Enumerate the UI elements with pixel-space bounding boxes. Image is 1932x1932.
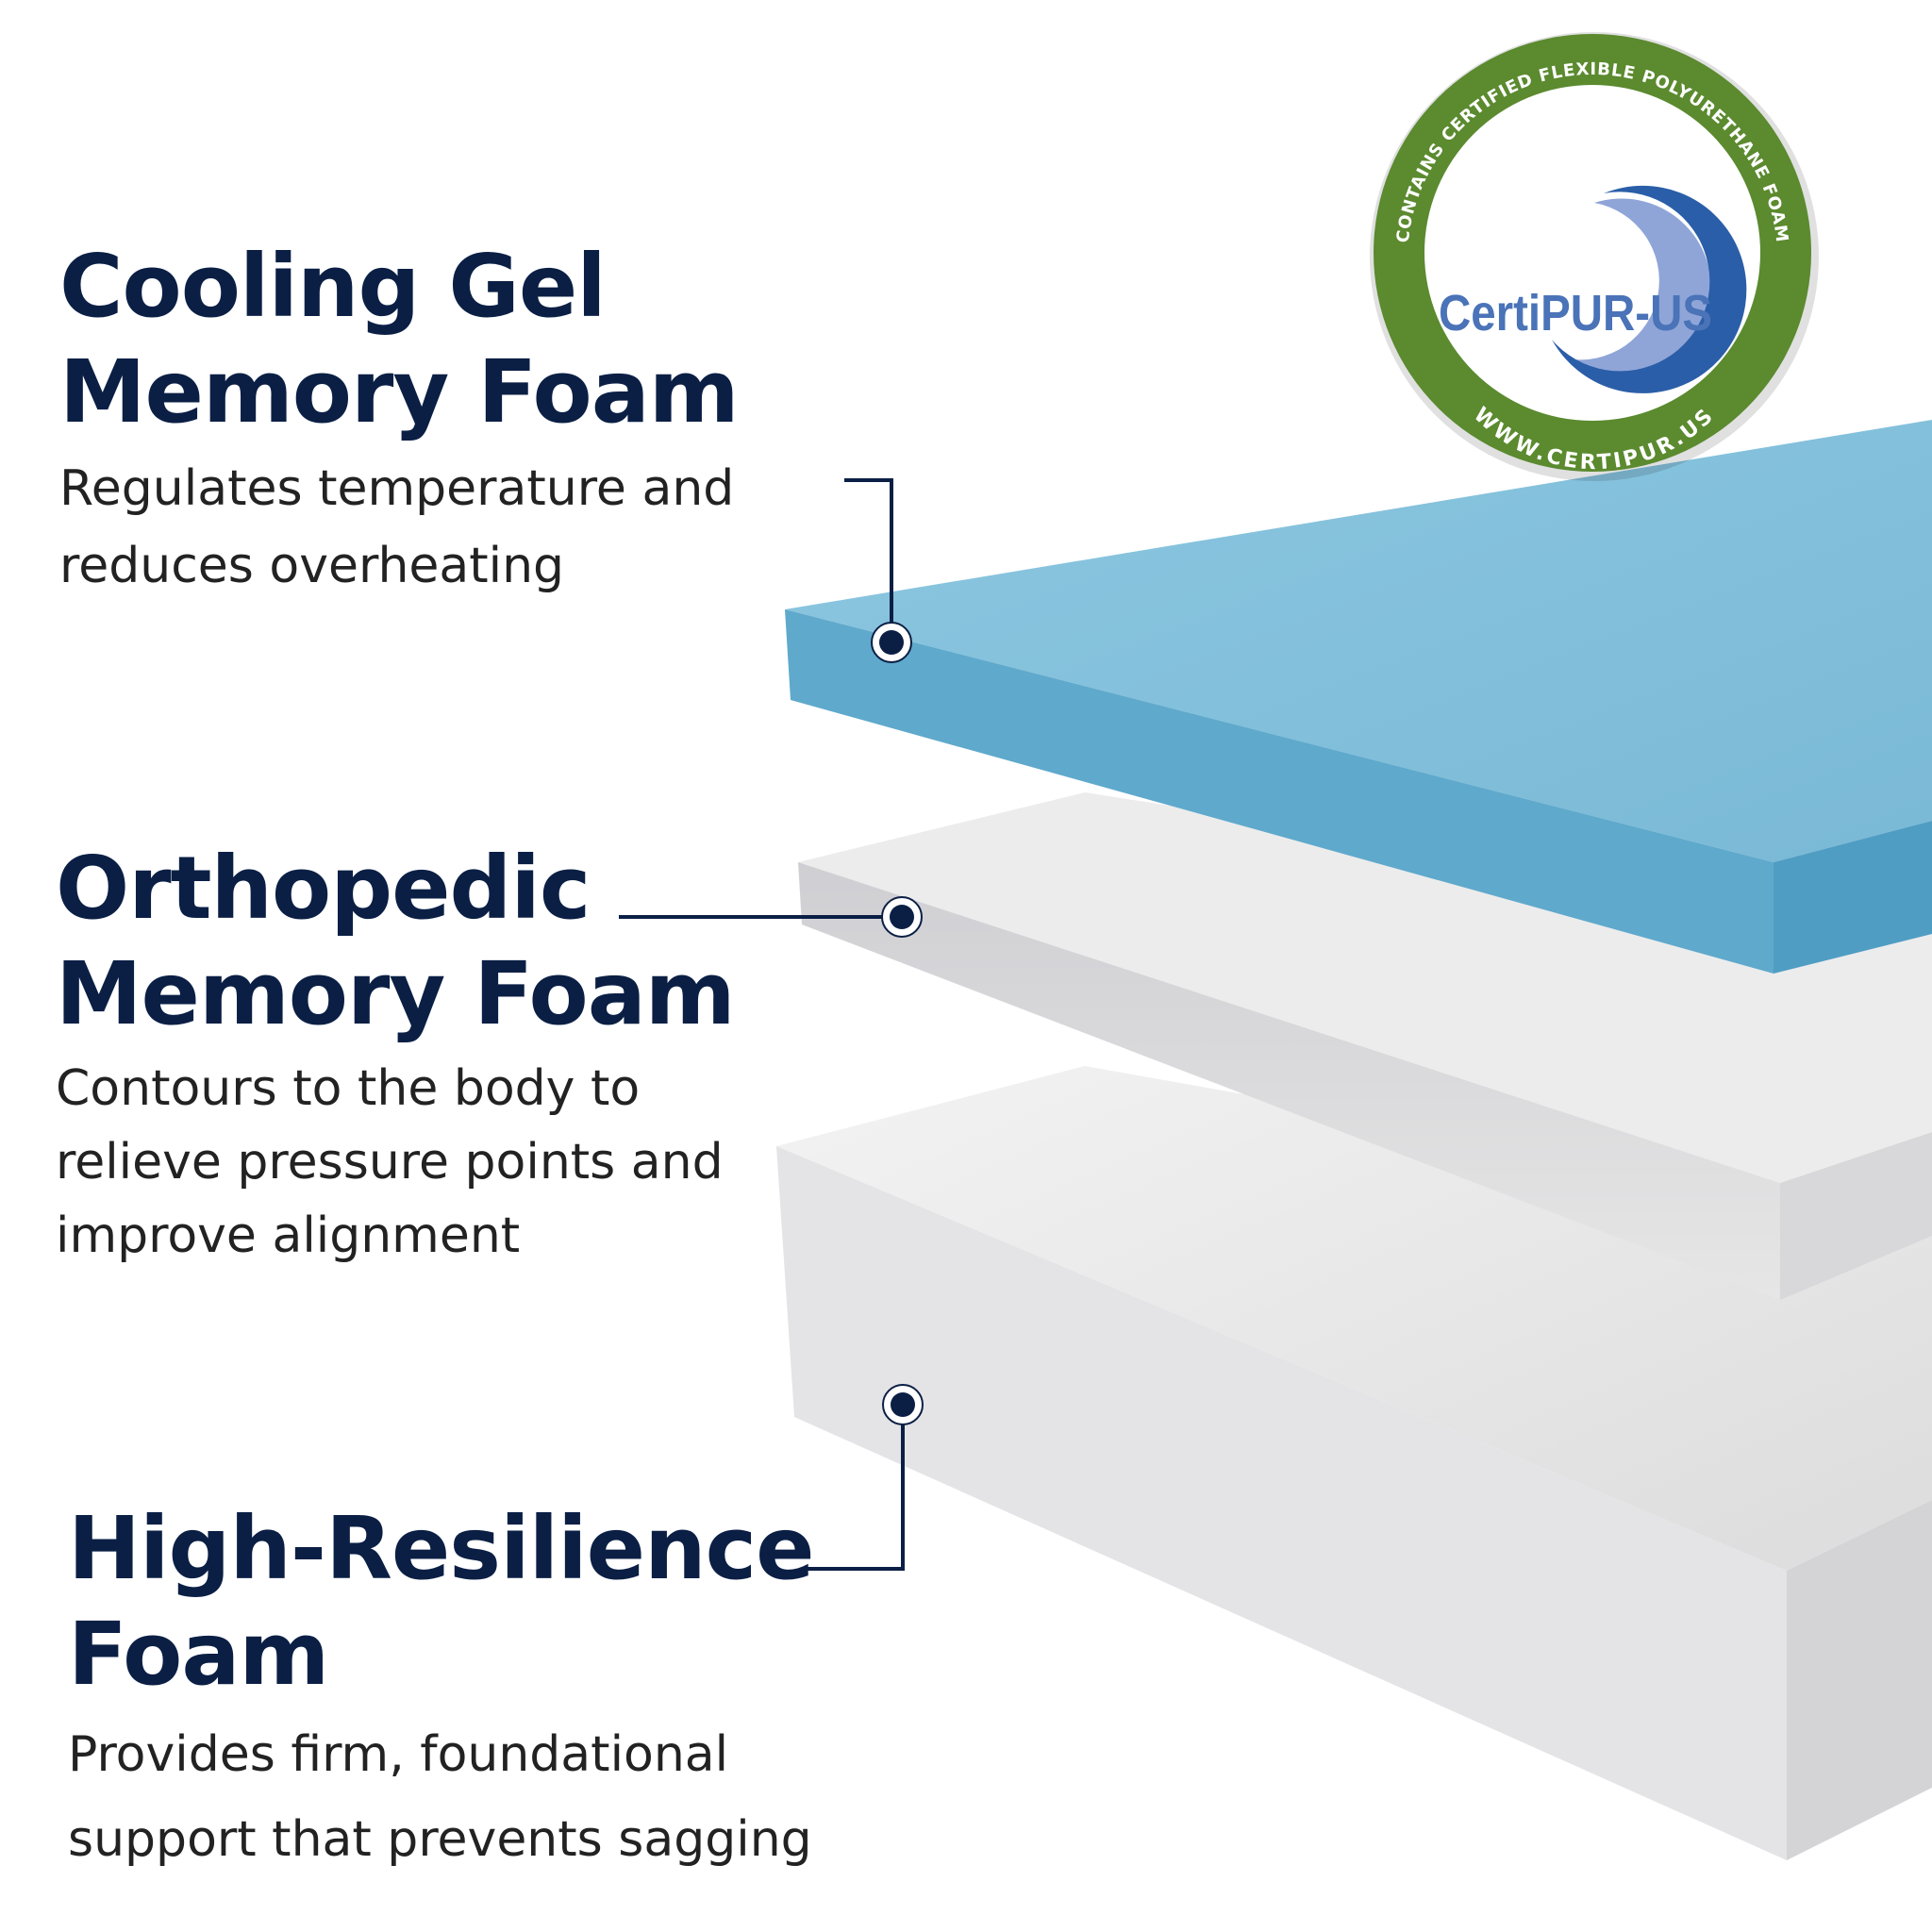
callout-dot-3 [882,1384,924,1425]
cooling-gel-title-line-1: Cooling Gel [59,236,607,337]
swoosh-light-icon [1566,198,1711,378]
callout-dot-1 [871,622,912,663]
orthopedic-title-line-1: Orthopedic [56,838,591,939]
orthopedic-description-line-3: improve alignment [56,1208,521,1264]
badge-logo-text: CertiPUR-US [1439,285,1712,341]
cooling-gel-description-line-2: reduces overheating [59,538,565,594]
high-resilience-description-line-2: support that prevents sagging [68,1811,812,1868]
orthopedic-title-line-2: Memory Foam [56,943,736,1044]
high-resilience-description-line-1: Provides firm, foundational [68,1726,729,1783]
callout-lines [619,478,905,1571]
orthopedic-description-line-1: Contours to the body to [56,1060,641,1117]
certipur-us-badge: CONTAINS CERTIFIED FLEXIBLE POLYURETHANE… [1370,32,1819,481]
high-resilience-title-line-1: High-Resilience [68,1498,814,1599]
orthopedic-description-line-2: relieve pressure points and [56,1134,724,1191]
cooling-gel-description-line-1: Regulates temperature and [59,460,735,517]
callout-dot-2 [881,896,923,938]
cooling-gel-title-line-2: Memory Foam [59,341,740,442]
cooling-gel-foam-layer [785,420,1932,974]
high-resilience-title-line-2: Foam [68,1604,329,1705]
swoosh-dark-icon [1552,185,1747,393]
